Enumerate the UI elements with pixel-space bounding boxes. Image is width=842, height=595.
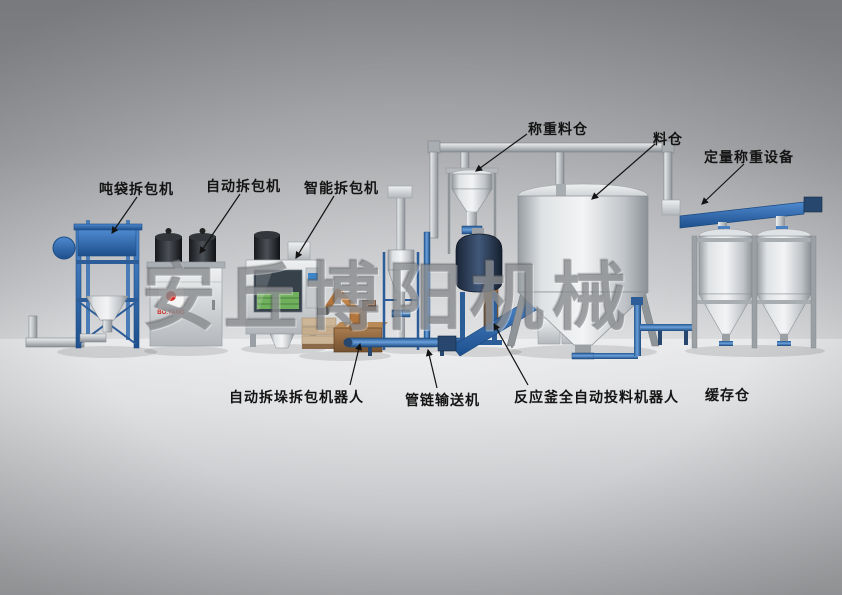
- callout-ton-bag-unpacker: 吨袋拆包机: [99, 181, 174, 197]
- callout-buffer-silo: 缓存仓: [705, 387, 750, 403]
- callout-depalletizing-robot: 自动拆垛拆包机器人: [229, 389, 364, 405]
- boyang-logo-text: BO.YANG: [157, 310, 185, 316]
- weighing-hopper-machine: [445, 167, 499, 254]
- callout-dosing-weigher: 定量称重设备: [704, 149, 794, 165]
- callout-auto-unpacker: 自动拆包机: [206, 178, 281, 194]
- auto-unpacker-machine: BO.YANG: [146, 228, 226, 347]
- ton-bag-unpacker-machine: [52, 220, 143, 349]
- boyang-sun-logo: [166, 291, 176, 301]
- callout-smart-unpacker: 智能拆包机: [304, 180, 379, 196]
- background-floor: [0, 338, 842, 595]
- buffer-silo-tanks: [691, 226, 817, 349]
- watermark-text: 安丘博阳机械: [142, 258, 634, 340]
- left-floor-pipe: [25, 315, 85, 348]
- callout-reactor-feeding-robot: 反应釜全自动投料机器人: [514, 389, 679, 405]
- storage-silo-tank: [506, 183, 660, 360]
- dosing-screw-conveyor: [661, 196, 823, 234]
- cyclone-filter-column: [382, 185, 431, 350]
- callout-storage-silo: 料仓: [653, 131, 683, 147]
- overhead-piping: [427, 140, 675, 239]
- silo-discharge-piping: [594, 297, 692, 359]
- callout-tube-chain-conveyor: 管链输送机: [405, 392, 480, 408]
- callout-weighing-hopper: 称重料仓: [528, 121, 588, 137]
